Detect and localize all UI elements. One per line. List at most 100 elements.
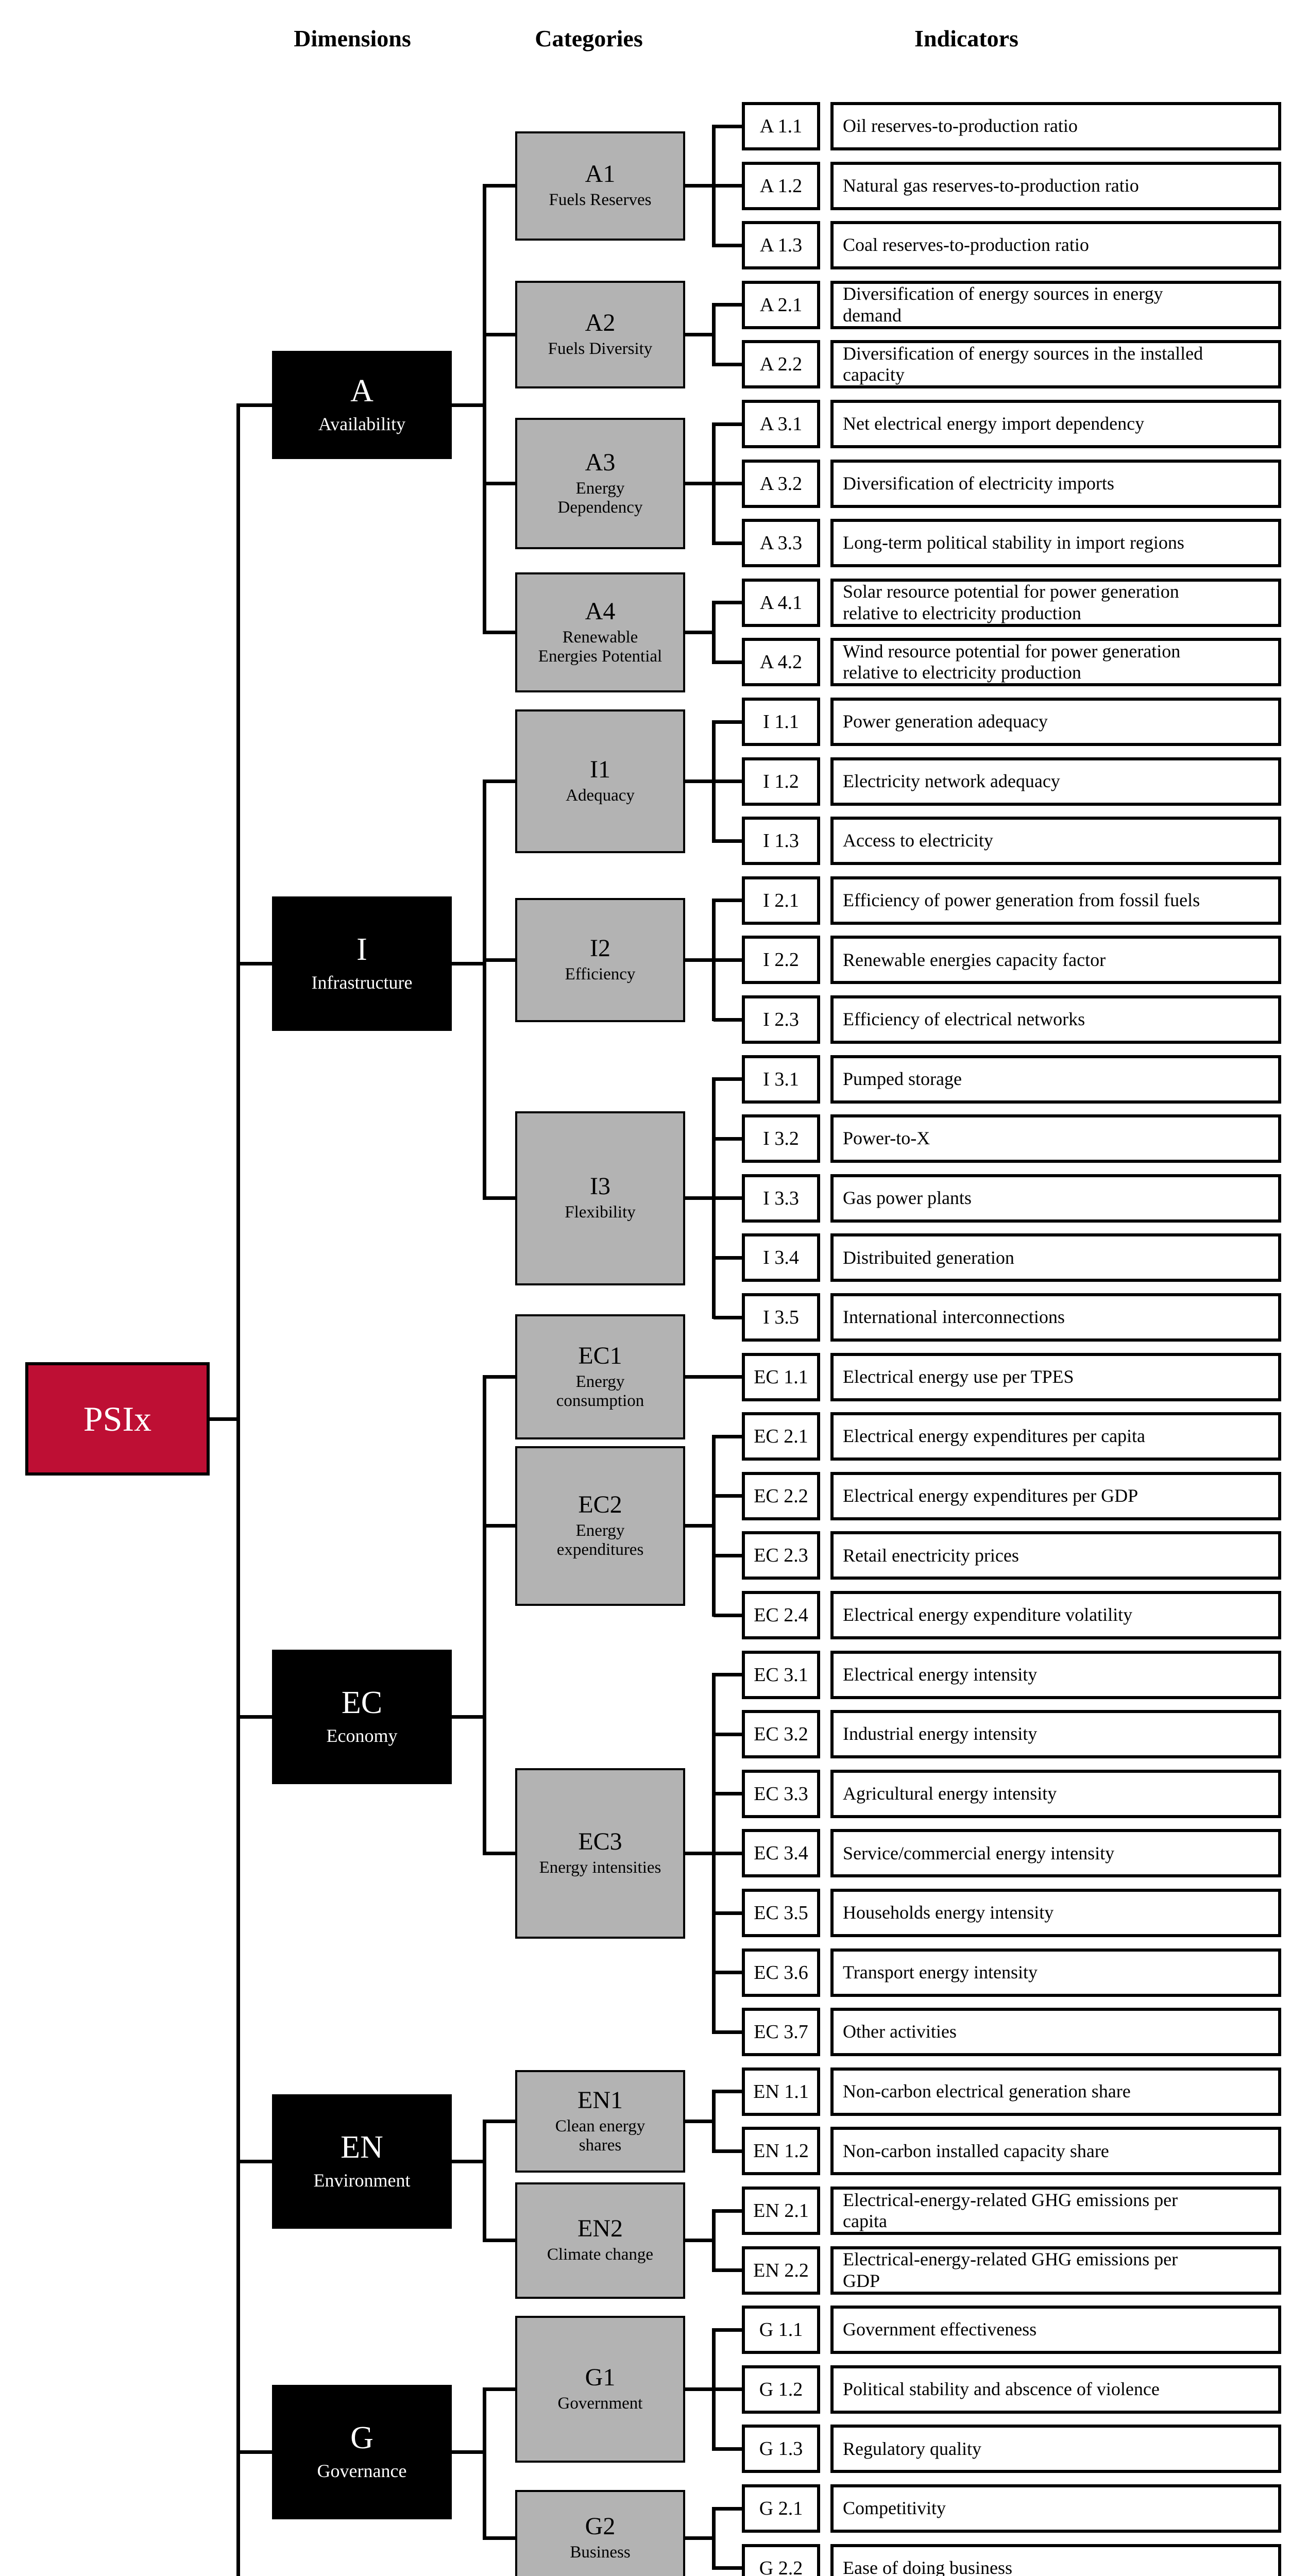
indicator-label-box: Power-to-X bbox=[830, 1114, 1281, 1163]
indicator-code-box: EC 3.1 bbox=[742, 1650, 820, 1699]
indicator-label-box: Renewable energies capacity factor bbox=[830, 936, 1281, 985]
indicator-label: Electrical energy expenditures per GDP bbox=[843, 1485, 1139, 1506]
indicator-code-box: EN 1.1 bbox=[742, 2067, 820, 2116]
indicator-label-box: Households energy intensity bbox=[830, 1889, 1281, 1937]
indicator-code: A 4.2 bbox=[759, 651, 803, 673]
indicator-code-box: I 2.1 bbox=[742, 876, 820, 925]
category-code: EN2 bbox=[577, 2215, 623, 2243]
connector-line bbox=[711, 2209, 716, 2273]
indicator-code: EC 1.1 bbox=[754, 1366, 808, 1388]
indicator-code-box: EC 2.1 bbox=[742, 1412, 820, 1461]
indicator-label-box: Electrical energy expenditure volatility bbox=[830, 1591, 1281, 1639]
category-label: Climate change bbox=[547, 2245, 654, 2264]
indicator-code-box: EC 2.2 bbox=[742, 1471, 820, 1520]
indicator-label-box: Efficiency of electrical networks bbox=[830, 995, 1281, 1044]
connector-line bbox=[714, 541, 742, 545]
connector-line bbox=[685, 2536, 714, 2540]
indicator-label: Electrical energy expenditures per capit… bbox=[843, 1426, 1146, 1447]
indicator-label: Renewable energies capacity factor bbox=[843, 949, 1106, 970]
connector-line bbox=[484, 482, 515, 486]
indicator-code: G 1.1 bbox=[759, 2319, 803, 2341]
indicator-code-box: I 3.5 bbox=[742, 1293, 820, 1342]
indicator-code-box: EC 3.3 bbox=[742, 1769, 820, 1818]
column-header-indicators: Indicators bbox=[914, 25, 1018, 52]
dimension-label: Economy bbox=[326, 1725, 398, 1747]
indicator-label-box: Access to electricity bbox=[830, 817, 1281, 866]
category-label: Government bbox=[557, 2394, 643, 2413]
indicator-code: EC 2.4 bbox=[754, 1604, 808, 1626]
indicator-label: Distribuited generation bbox=[843, 1247, 1014, 1268]
connector-line bbox=[714, 1971, 742, 1975]
indicator-label-box: Wind resource potential for power genera… bbox=[830, 638, 1281, 687]
indicator-code: A 2.1 bbox=[759, 294, 803, 316]
indicator-label: Power generation adequacy bbox=[843, 711, 1048, 732]
connector-line bbox=[714, 660, 742, 664]
connector-line bbox=[484, 1851, 515, 1855]
indicator-code-box: G 1.3 bbox=[742, 2425, 820, 2473]
category-code: A1 bbox=[585, 160, 616, 188]
indicator-label-box: Service/commercial energy intensity bbox=[830, 1829, 1281, 1878]
connector-line bbox=[484, 2387, 515, 2392]
indicator-label: Government effectiveness bbox=[843, 2319, 1037, 2340]
indicator-code-box: A 3.2 bbox=[742, 459, 820, 508]
dimension-label: Availability bbox=[318, 414, 406, 435]
connector-line bbox=[685, 631, 714, 635]
indicator-code: I 3.4 bbox=[763, 1247, 799, 1269]
connector-line bbox=[714, 2149, 742, 2153]
indicator-code-box: G 1.1 bbox=[742, 2306, 820, 2354]
connector-line bbox=[714, 124, 742, 128]
dimension-label: Environment bbox=[313, 2170, 411, 2191]
indicator-code: I 2.2 bbox=[763, 949, 799, 971]
indicator-code: A 3.3 bbox=[759, 532, 803, 554]
indicator-code-box: I 1.2 bbox=[742, 757, 820, 806]
connector-line bbox=[685, 184, 714, 188]
indicator-code-box: G 1.2 bbox=[742, 2365, 820, 2414]
indicator-code: I 2.3 bbox=[763, 1009, 799, 1030]
indicator-code-box: EN 2.2 bbox=[742, 2246, 820, 2295]
connector-line bbox=[685, 482, 714, 486]
indicator-code: EN 1.2 bbox=[753, 2140, 809, 2162]
connector-line bbox=[482, 1375, 486, 1855]
category-code: EC1 bbox=[578, 1342, 622, 1369]
category-code: G2 bbox=[585, 2513, 616, 2540]
indicator-label: Electrical energy intensity bbox=[843, 1664, 1038, 1685]
category-label: Clean energy shares bbox=[555, 2116, 646, 2155]
indicator-code-box: EC 3.5 bbox=[742, 1889, 820, 1937]
connector-line bbox=[714, 1613, 742, 1617]
connector-line bbox=[484, 2120, 515, 2124]
category-code: A2 bbox=[585, 309, 616, 337]
connector-line bbox=[714, 362, 742, 366]
indicator-label: Service/commercial energy intensity bbox=[843, 1842, 1115, 1863]
connector-line bbox=[714, 958, 742, 962]
connector-line bbox=[714, 2268, 742, 2273]
indicator-code: G 1.2 bbox=[759, 2378, 803, 2400]
connector-line bbox=[482, 779, 486, 1200]
connector-line bbox=[482, 2120, 486, 2243]
connector-line bbox=[484, 184, 515, 188]
indicator-label-box: Ease of doing business bbox=[830, 2544, 1281, 2576]
indicator-code: I 3.1 bbox=[763, 1068, 799, 1090]
category-label: Business bbox=[570, 2543, 631, 2562]
connector-line bbox=[238, 1715, 272, 1719]
connector-line bbox=[484, 958, 515, 962]
category-code: EC3 bbox=[578, 1827, 622, 1855]
connector-line bbox=[714, 1375, 742, 1379]
connector-line bbox=[714, 779, 742, 784]
category-label: Energy expenditures bbox=[556, 1521, 644, 1559]
indicator-code-box: I 3.4 bbox=[742, 1233, 820, 1282]
indicator-code-box: I 1.3 bbox=[742, 817, 820, 866]
indicator-label: Oil reserves-to-production ratio bbox=[843, 115, 1078, 137]
connector-line bbox=[714, 2090, 742, 2094]
indicator-label: Diversification of energy sources in the… bbox=[843, 343, 1203, 385]
indicator-code-box: EN 1.2 bbox=[742, 2127, 820, 2176]
indicator-code-box: A 2.1 bbox=[742, 280, 820, 329]
indicator-label: Wind resource potential for power genera… bbox=[843, 641, 1181, 683]
indicator-label: Gas power plants bbox=[843, 1188, 972, 1209]
